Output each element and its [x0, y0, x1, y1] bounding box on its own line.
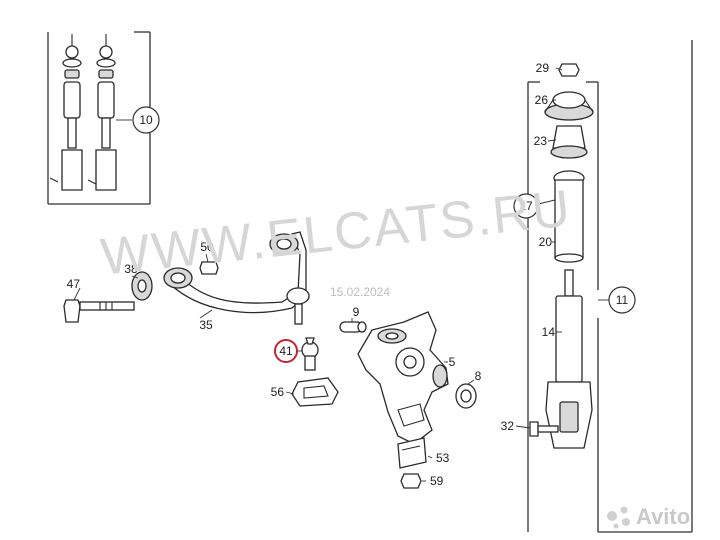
label-17: 17 [519, 199, 533, 213]
label-5: 5 [449, 355, 456, 369]
label-20: 20 [539, 235, 553, 249]
callout-17: 17 [513, 193, 539, 219]
label-9: 9 [353, 305, 360, 319]
nut-59: 59 [400, 473, 444, 489]
label-41: 41 [279, 344, 293, 358]
watermark-text: WWW.ELCATS.RU [98, 180, 574, 287]
inset-shock-left [49, 34, 83, 191]
nut-50 [199, 261, 219, 275]
label-38: 38 [124, 262, 138, 276]
label-47: 47 [67, 277, 81, 291]
label-14: 14 [542, 325, 556, 339]
label-23: 23 [534, 134, 548, 148]
label-32: 32 [501, 419, 515, 433]
bushing-38 [131, 271, 153, 301]
label-35: 35 [199, 318, 213, 332]
clip-53: 53 [397, 437, 450, 469]
label-59: 59 [430, 474, 444, 488]
label-29: 29 [536, 61, 550, 75]
label-26: 26 [535, 93, 549, 107]
arm-leaders [73, 253, 213, 319]
knuckle-label: 5 [444, 355, 456, 369]
upper-control-arm [163, 231, 310, 325]
steering-knuckle [357, 311, 449, 445]
label-50: 50 [200, 240, 214, 254]
highlight-ring [274, 339, 298, 363]
label-8: 8 [475, 369, 482, 383]
label-11: 11 [616, 293, 629, 307]
callout-11: 11 [608, 286, 636, 314]
bracket-56: 56 [271, 377, 339, 407]
avito-text: Avito [636, 504, 690, 529]
label-56: 56 [271, 385, 285, 399]
label-53: 53 [436, 451, 450, 465]
callout-10: 10 [116, 106, 160, 134]
strut-assembly [529, 63, 594, 449]
ball-joint-41 [301, 337, 319, 371]
avito-logo: Avito [607, 504, 690, 529]
callout-41: 41 [274, 339, 302, 363]
arm-labels: 47 38 50 35 [67, 240, 214, 332]
date-stamp: 15.02.2024 [330, 285, 390, 299]
strut-frame-right [527, 40, 693, 533]
inset-shock-right [87, 34, 117, 191]
sleeve-9: 9 [339, 305, 367, 333]
bolt-47 [63, 299, 135, 323]
seal-8: 8 [455, 369, 482, 409]
strut-labels: 29 26 23 20 14 32 [501, 61, 556, 433]
label-10: 10 [139, 113, 153, 127]
